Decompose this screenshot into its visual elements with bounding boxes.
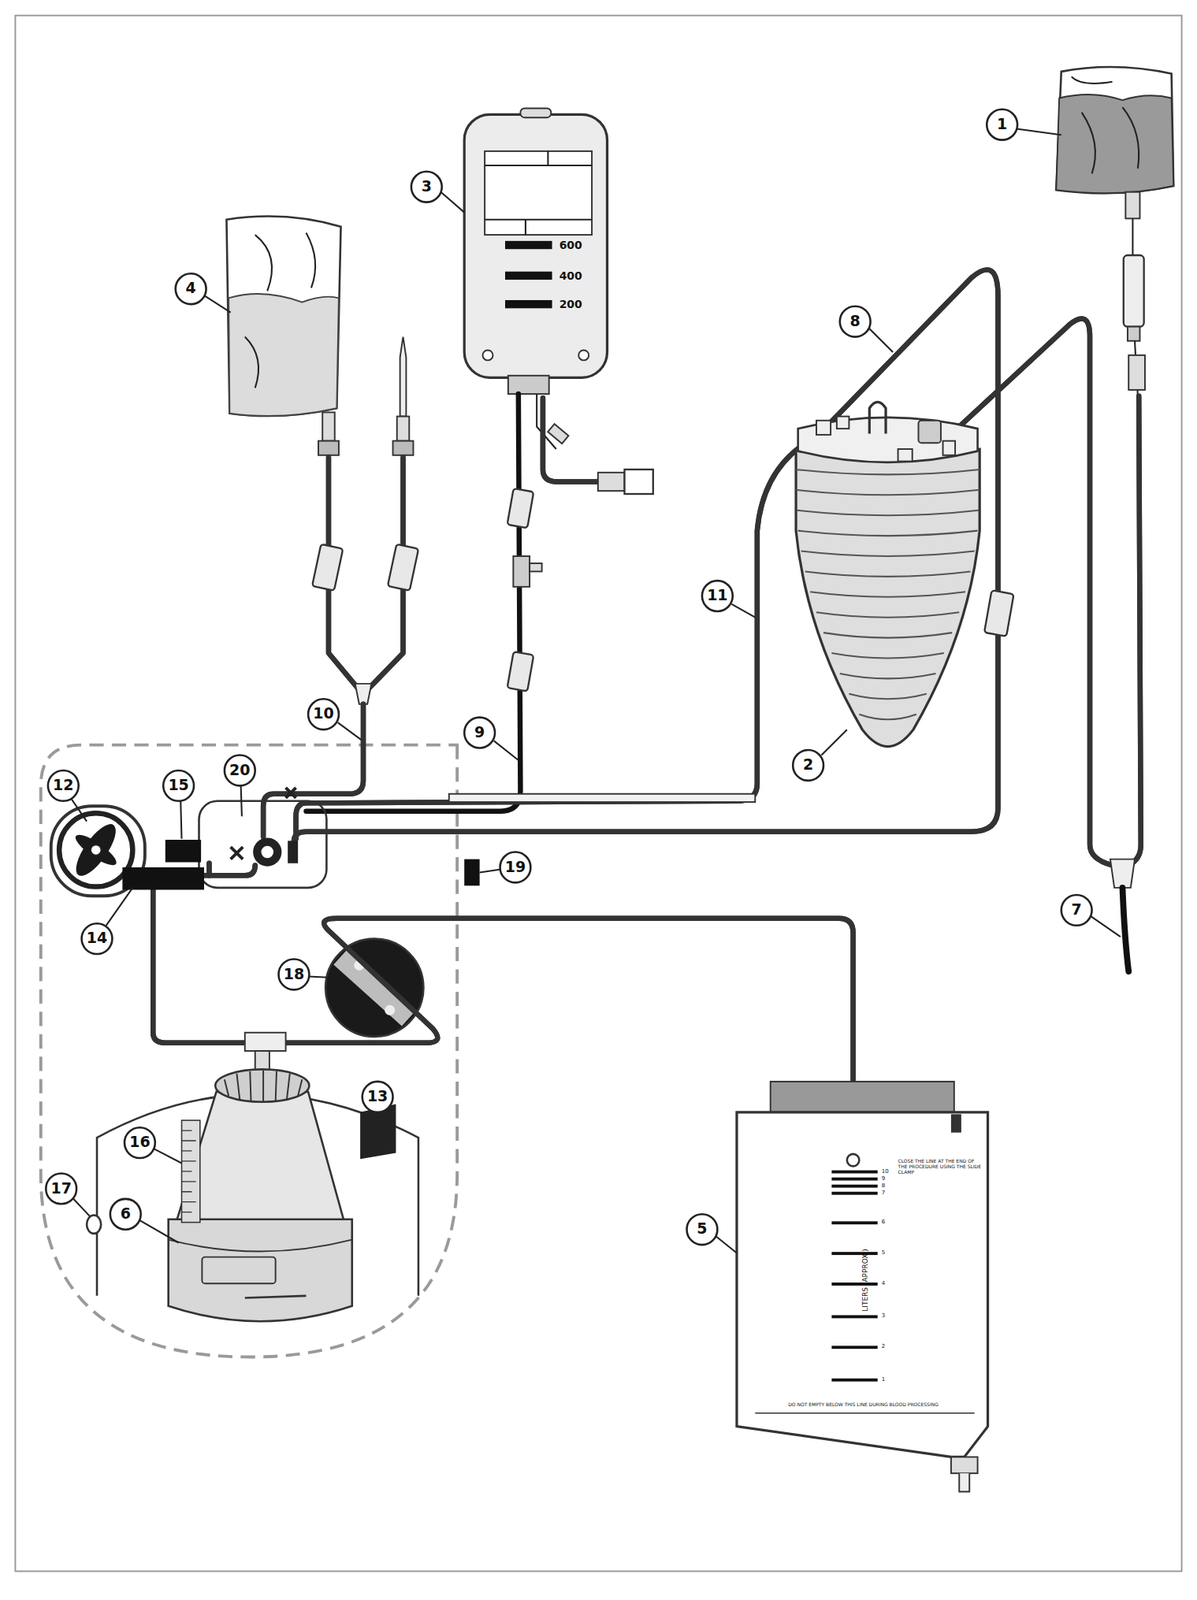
callout-number: 12 bbox=[52, 776, 74, 795]
callout-number: 1 bbox=[996, 115, 1008, 134]
bag-marking: 9 bbox=[881, 1175, 885, 1183]
waste-bag: LITERS (APPROX.) 10987 6 5 4 3 2 1 CLOSE THE LIN… bbox=[736, 1081, 989, 1493]
callout-number: 2 bbox=[802, 756, 814, 774]
bag-marking: 6 bbox=[881, 1219, 885, 1226]
callout-number: 7 bbox=[1071, 901, 1082, 919]
callout-number: 11 bbox=[706, 587, 728, 605]
bag-marking: 7 bbox=[881, 1189, 885, 1197]
callout-number: 5 bbox=[696, 1221, 707, 1239]
bag-marking: CLOSE THE LINE AT THE END OF THE PROCEDU… bbox=[898, 1159, 982, 1176]
callout-number: 19 bbox=[505, 858, 526, 877]
bag-marking: 8 bbox=[881, 1182, 885, 1190]
callout-number: 8 bbox=[850, 312, 861, 331]
callout-number: 20 bbox=[229, 762, 250, 780]
callout-number: 9 bbox=[474, 724, 485, 742]
volume-mark: 600 bbox=[559, 238, 583, 252]
bag-marking: 5 bbox=[881, 1249, 885, 1257]
callout-number: 4 bbox=[185, 280, 197, 298]
callout-number: 6 bbox=[120, 1205, 131, 1224]
callout-number: 17 bbox=[50, 1180, 71, 1198]
bag-marking: LITERS (APPROX.) bbox=[861, 1249, 870, 1313]
bag-marking: 2 bbox=[881, 1343, 885, 1350]
callout-number: 18 bbox=[283, 966, 305, 984]
volume-mark: 200 bbox=[559, 297, 583, 311]
callout-number: 15 bbox=[167, 776, 189, 795]
reinfusion-bag: 600 400 200 bbox=[464, 114, 607, 378]
bag-marking: DO NOT EMPTY BELOW THIS LINE DURING BLOO… bbox=[750, 1402, 976, 1409]
callout-number: 16 bbox=[129, 1133, 150, 1152]
volume-mark: 400 bbox=[559, 269, 583, 283]
bag-marking: 3 bbox=[881, 1312, 885, 1320]
callout-number: 14 bbox=[86, 929, 108, 948]
bag-marking: 10 bbox=[881, 1168, 889, 1175]
callout-number: 3 bbox=[421, 178, 432, 196]
bag-marking: 1 bbox=[881, 1376, 885, 1383]
bag-marking: 4 bbox=[881, 1280, 885, 1287]
callout-number: 10 bbox=[312, 706, 334, 724]
callout-number: 13 bbox=[367, 1088, 388, 1106]
